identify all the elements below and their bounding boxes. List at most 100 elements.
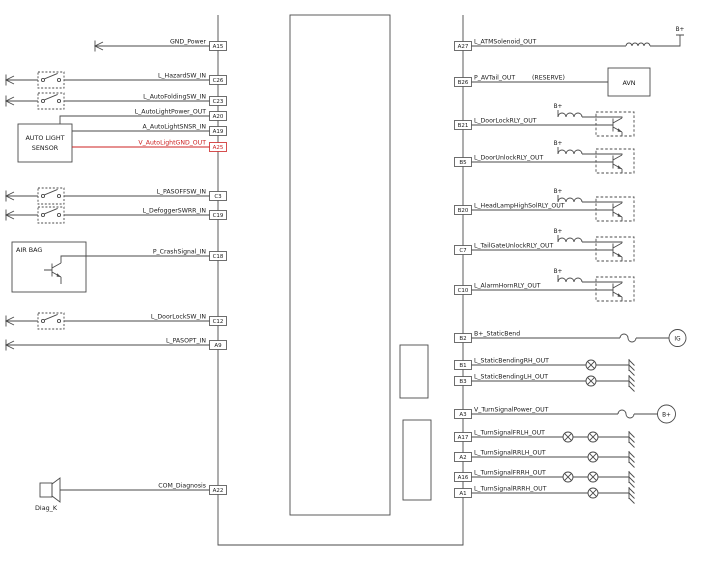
diag-connector-icon bbox=[51, 477, 61, 503]
pin-label: A27 bbox=[458, 44, 469, 50]
wire bbox=[471, 110, 623, 136]
signal-label: B+_StaticBend bbox=[474, 331, 520, 338]
b-plus-label: B+ bbox=[554, 269, 563, 275]
pin-label: C7 bbox=[459, 248, 467, 254]
b-plus-label: B+ bbox=[554, 141, 563, 147]
right-signal-row: A3V_TurnSignalPower_OUT bbox=[454, 407, 658, 419]
b-plus-label: B+ bbox=[662, 413, 671, 419]
signal-label: L_PASOFFSW_IN bbox=[156, 189, 206, 196]
air-bag-internal-wire bbox=[44, 255, 86, 284]
solenoid-coil-icon bbox=[625, 42, 651, 47]
signal-label: A_AutoLightSNSR_IN bbox=[143, 124, 207, 131]
transistor-icon bbox=[612, 282, 623, 298]
relay-coil-icon bbox=[557, 197, 583, 203]
ground-icon bbox=[628, 430, 635, 448]
signal-label: COM_Diagnosis bbox=[158, 483, 206, 490]
ground-icon bbox=[628, 374, 635, 392]
fuse-icon bbox=[617, 409, 635, 419]
signal-label: L_StaticBendingRH_OUT bbox=[474, 358, 549, 365]
diagnosis-connector-component: Diag_K bbox=[35, 477, 61, 512]
auto-light-sensor-box bbox=[17, 123, 73, 163]
relay-box-icon bbox=[595, 236, 635, 262]
pin-box bbox=[209, 142, 227, 152]
transistor-icon bbox=[612, 202, 623, 218]
pin-label: A2 bbox=[459, 455, 466, 461]
ground-icon bbox=[628, 486, 635, 504]
wire bbox=[59, 115, 210, 124]
transistor-icon bbox=[612, 117, 623, 133]
signal-label: V_AutoLightGND_OUT bbox=[138, 140, 206, 147]
signal-label: L_HazardSW_IN bbox=[158, 73, 206, 80]
pin-box bbox=[209, 251, 227, 261]
relay-coil-icon bbox=[557, 237, 583, 243]
b-plus-label: B+ bbox=[676, 27, 685, 33]
signal-label: L_TurnSignalFRLH_OUT bbox=[474, 430, 545, 437]
lamp-icon bbox=[587, 471, 599, 483]
transistor-icon bbox=[612, 154, 623, 170]
wire bbox=[471, 147, 623, 173]
signal-label: L_TurnSignalRRRH_OUT bbox=[474, 486, 547, 493]
switch-icon bbox=[37, 71, 65, 89]
signal-label: L_ATMSolenoid_OUT bbox=[474, 39, 536, 46]
right-signal-row: B3L_StaticBendingLH_OUT bbox=[454, 374, 635, 392]
pin-box bbox=[454, 120, 472, 130]
wire bbox=[471, 235, 623, 261]
turn-signal-connector-block bbox=[402, 419, 432, 501]
signal-label: L_HeadLampHighSolRLY_OUT bbox=[474, 203, 565, 210]
pin-label: A16 bbox=[458, 475, 469, 481]
pin-label: B26 bbox=[458, 80, 469, 86]
signal-label: L_DoorLockRLY_OUT bbox=[474, 118, 537, 125]
lamp-icon bbox=[587, 431, 599, 443]
signal-label: V_TurnSignalPower_OUT bbox=[474, 407, 549, 414]
switch-icon bbox=[37, 187, 65, 205]
pin-box bbox=[454, 77, 472, 87]
right-signal-row: A1 L_TurnSignalRRRH_OUT bbox=[454, 486, 635, 504]
ig-label: IG bbox=[674, 337, 681, 343]
pin-box bbox=[209, 75, 227, 85]
signal-label: L_DoorUnlockRLY_OUT bbox=[474, 155, 544, 162]
signal-label: P_AVTail_OUT bbox=[474, 75, 515, 82]
pin-label: A22 bbox=[213, 488, 224, 494]
pin-label: A1 bbox=[459, 491, 466, 497]
pin-box bbox=[454, 41, 472, 51]
relay-coil-icon bbox=[557, 149, 583, 155]
air-bag-component: AIR BAG bbox=[11, 241, 87, 293]
pin-box bbox=[209, 485, 227, 495]
pin-box bbox=[454, 245, 472, 255]
right-signal-row: B2B+_StaticBend bbox=[454, 331, 669, 343]
pin-box bbox=[454, 376, 472, 386]
transistor-icon bbox=[612, 242, 623, 258]
pin-label: A9 bbox=[214, 343, 222, 349]
pin-label: B21 bbox=[458, 123, 469, 129]
diag-k-label: Diag_K bbox=[35, 504, 58, 512]
relay-box-icon bbox=[595, 196, 635, 222]
relay-box-icon bbox=[595, 111, 635, 137]
right-signal-row: A2 L_TurnSignalRRLH_OUT bbox=[454, 450, 635, 468]
pin-label: A15 bbox=[213, 44, 224, 50]
pin-box bbox=[209, 210, 227, 220]
signal-label: L_TurnSignalRRLH_OUT bbox=[474, 450, 546, 457]
signal-label: GND_Power bbox=[170, 39, 206, 46]
pin-box bbox=[454, 285, 472, 295]
lamp-icon bbox=[562, 471, 574, 483]
signal-label: L_StaticBendingLH_OUT bbox=[474, 374, 548, 381]
pin-box bbox=[454, 360, 472, 370]
pin-label: A17 bbox=[458, 435, 469, 441]
relay-box-icon bbox=[595, 148, 635, 174]
lamp-icon bbox=[585, 359, 597, 371]
b-plus-label: B+ bbox=[554, 189, 563, 195]
lamp-icon bbox=[587, 487, 599, 499]
pin-box bbox=[209, 96, 227, 106]
switch-icon bbox=[37, 92, 65, 110]
control-unit-box bbox=[289, 14, 391, 516]
b-plus-label: B+ bbox=[554, 104, 563, 110]
pin-box bbox=[454, 157, 472, 167]
